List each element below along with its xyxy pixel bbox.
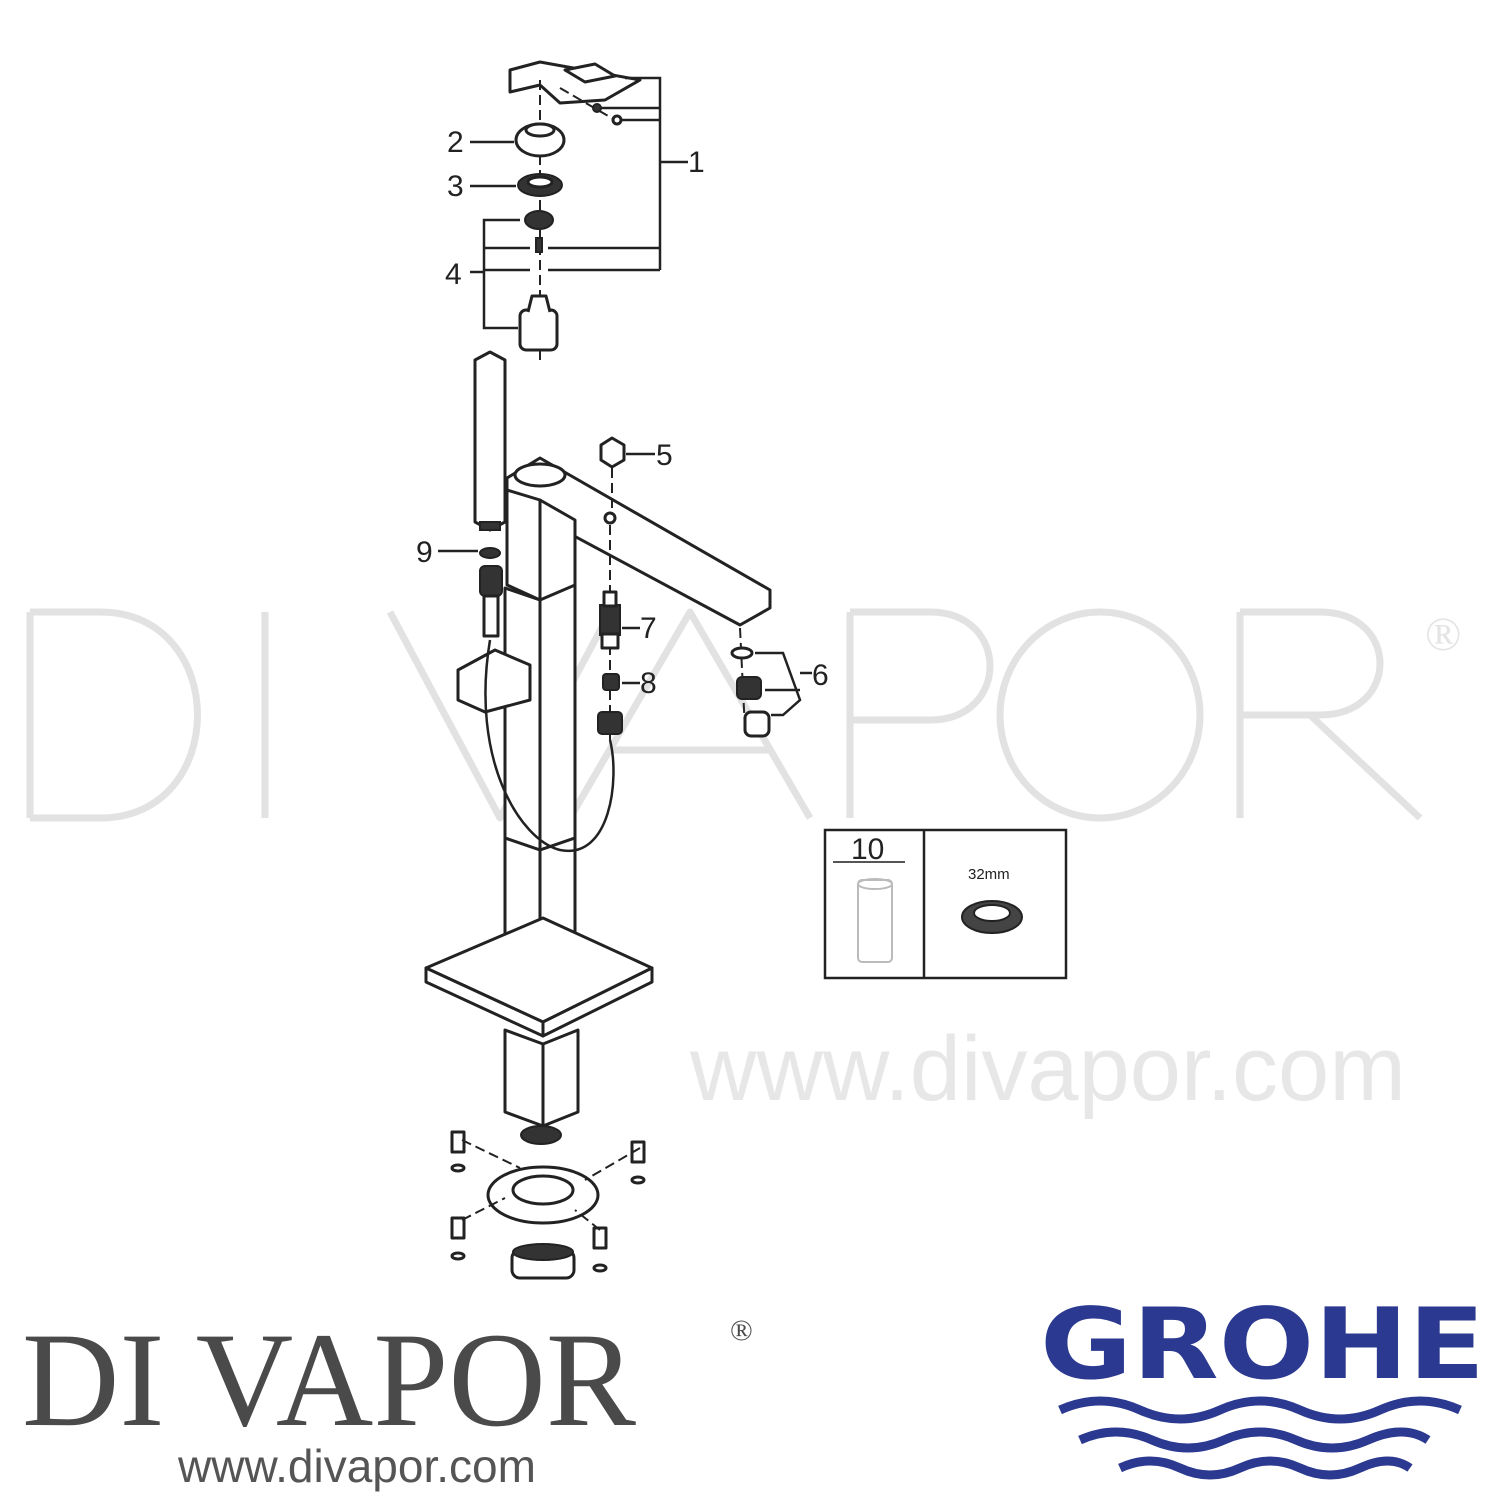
callout-4: 4 <box>445 258 462 291</box>
callout-7: 7 <box>640 612 657 645</box>
check-valve <box>602 673 620 691</box>
grohe-logo: GROHE <box>1040 1288 1485 1480</box>
divapor-logo: DI VAPOR ® www.divapor.com <box>22 1306 753 1492</box>
cover-cap <box>514 122 566 158</box>
cartridge <box>518 210 559 352</box>
divapor-registered: ® <box>730 1314 753 1347</box>
callout-9: 9 <box>416 536 433 569</box>
divapor-brand: DI VAPOR <box>22 1306 636 1455</box>
grohe-wordmark: GROHE <box>1040 1288 1485 1402</box>
lock-nut-32mm <box>961 900 1023 934</box>
watermark-url: www.divapor.com <box>689 1018 1406 1120</box>
aerator <box>730 646 771 738</box>
callout-8: 8 <box>640 667 657 700</box>
callout-1: 1 <box>688 146 705 179</box>
inset-box <box>823 828 1068 980</box>
divapor-url: www.divapor.com <box>177 1440 536 1492</box>
callout-5: 5 <box>656 439 673 472</box>
callout-2: 2 <box>447 126 464 159</box>
extension-sleeve <box>857 878 893 963</box>
diverter <box>599 590 621 650</box>
floor-mount-kit <box>450 1130 646 1280</box>
callout-10: 10 <box>851 833 884 866</box>
size-label: 32mm <box>968 866 1010 883</box>
nut <box>517 173 563 197</box>
cap-button <box>599 436 626 469</box>
watermark-brand-picture <box>26 608 1423 822</box>
lever-handle <box>508 60 642 126</box>
grohe-waves-icon <box>1058 1396 1462 1480</box>
callout-1-bracket <box>548 76 688 272</box>
mixer-body <box>424 456 772 1145</box>
hand-shower <box>456 350 623 853</box>
watermark-registered: ® <box>1425 608 1461 661</box>
callout-3: 3 <box>447 170 464 203</box>
callout-6: 6 <box>812 659 829 692</box>
